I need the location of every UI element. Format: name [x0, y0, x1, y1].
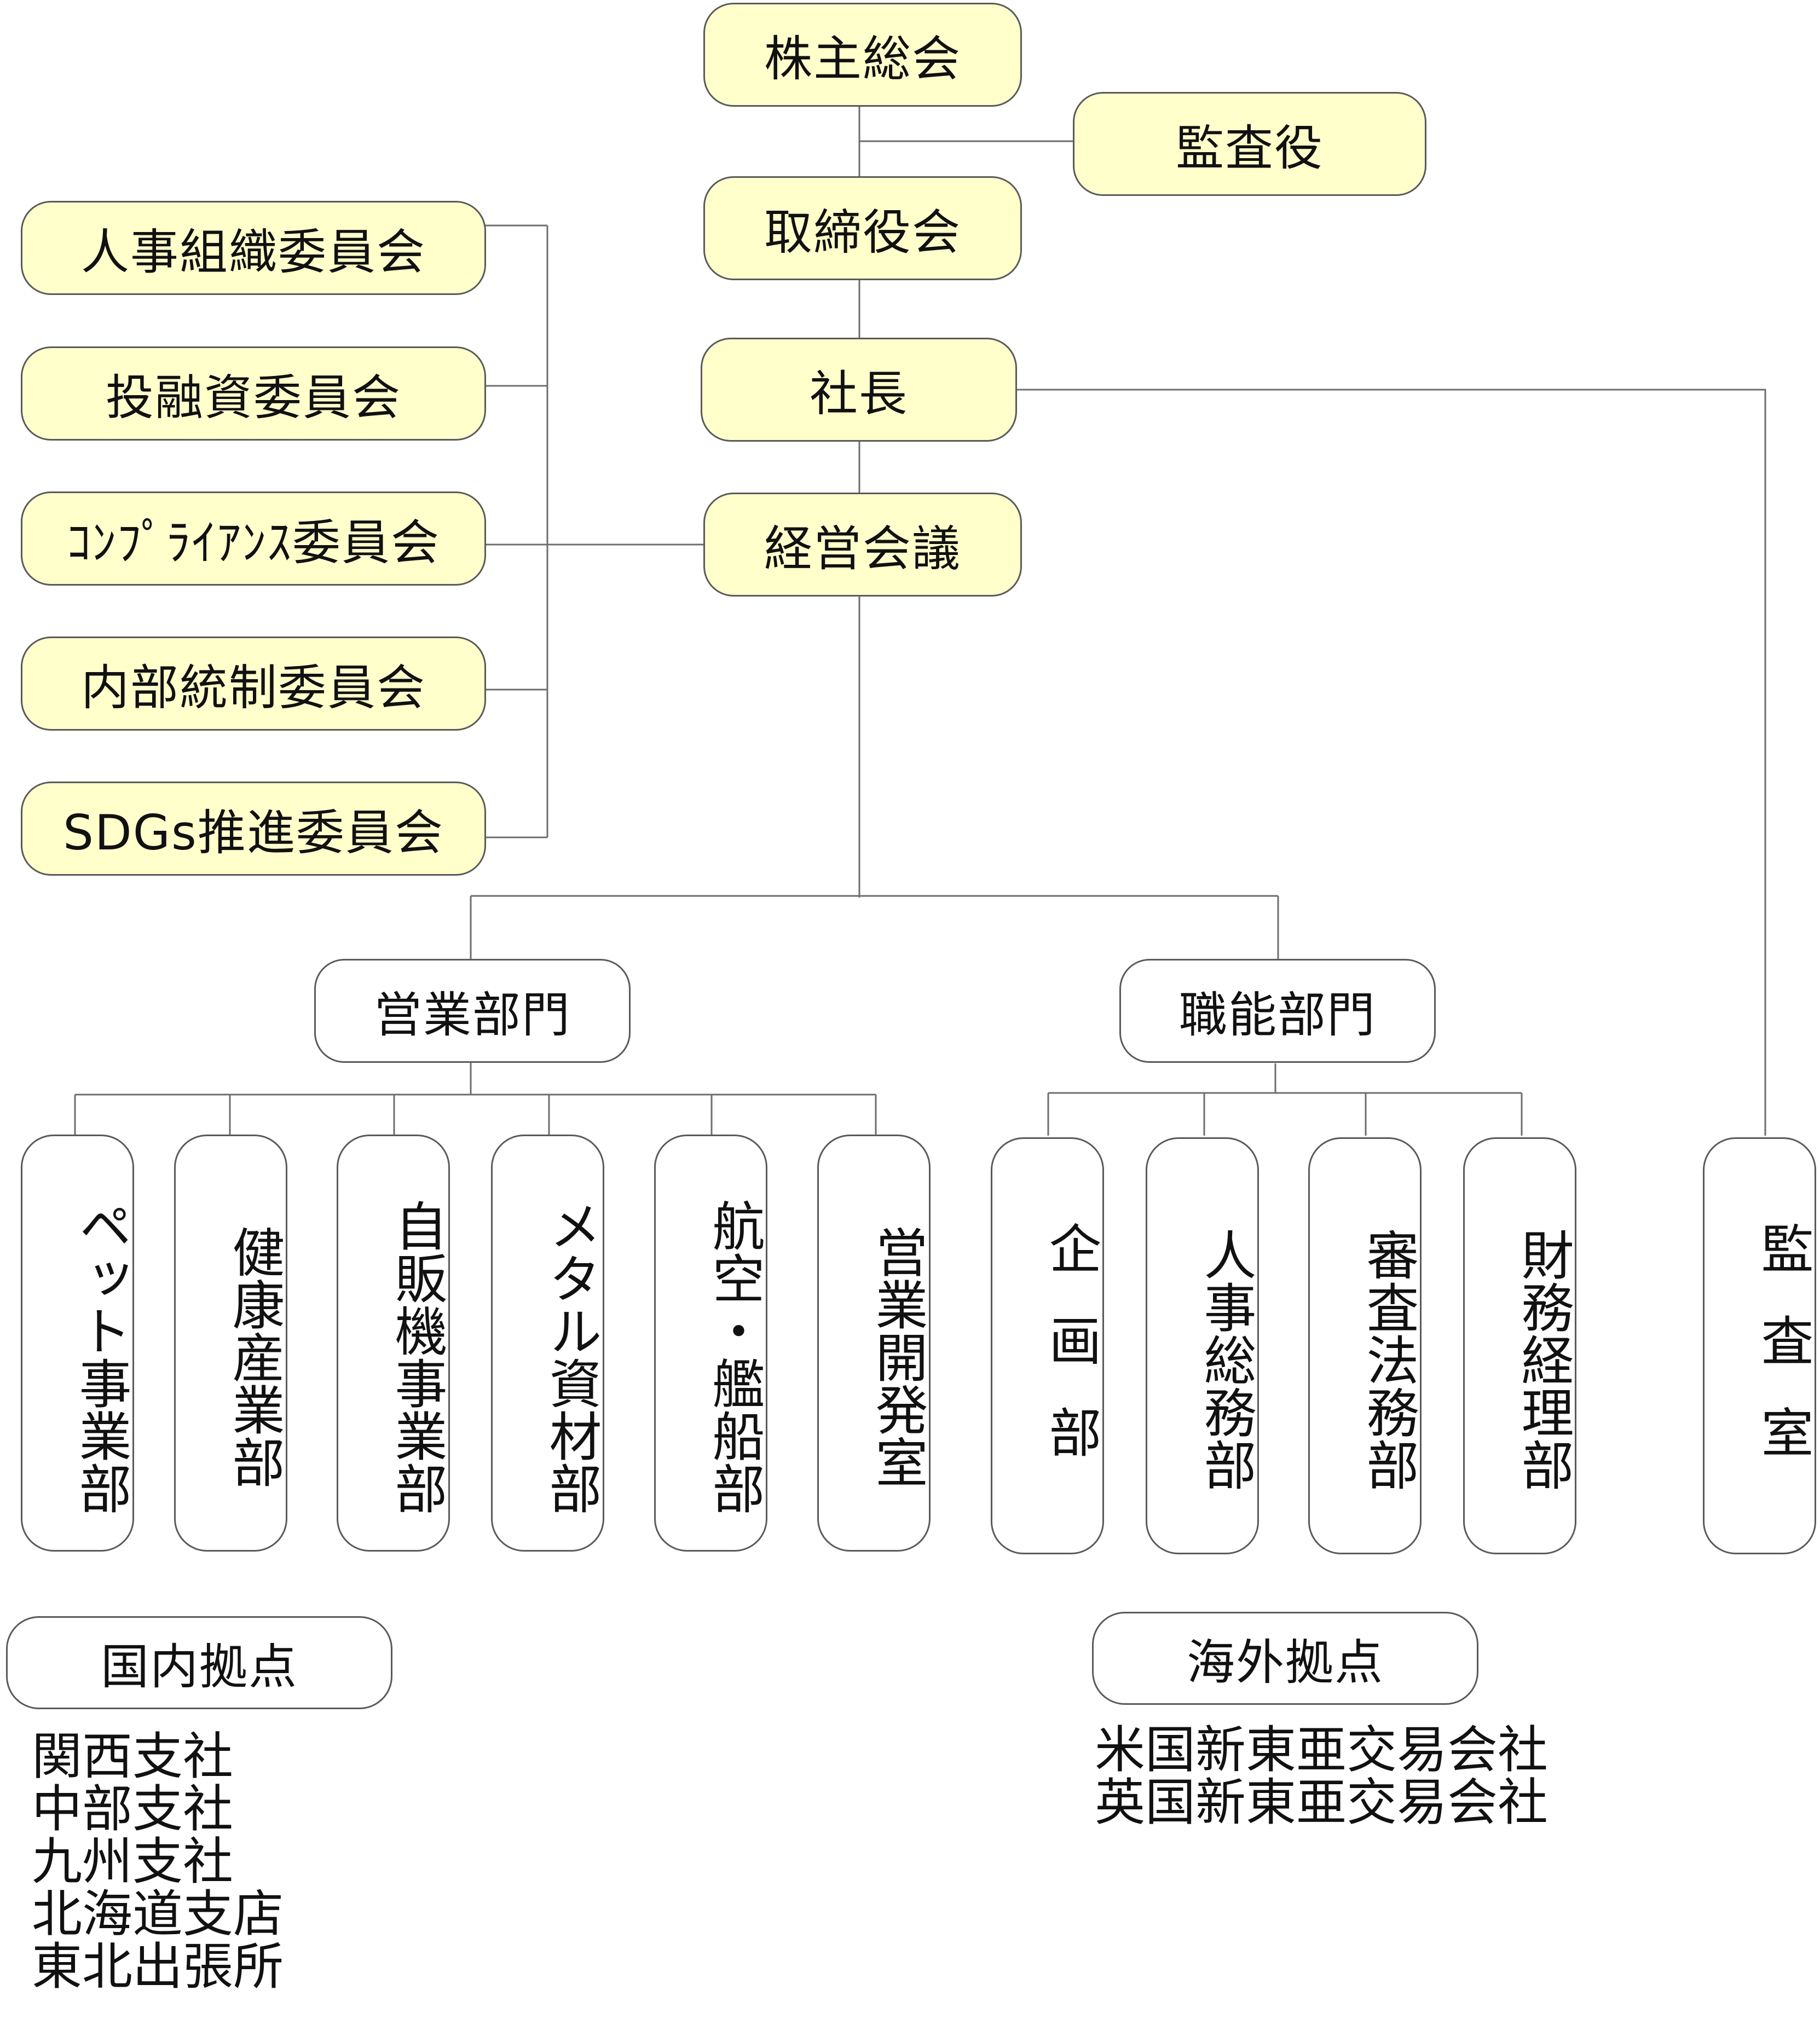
- auditor-label: 監査役: [1175, 119, 1324, 176]
- overseas-bases-header: 海外拠点: [1092, 1612, 1478, 1705]
- shareholders-meeting-label: 株主総会: [764, 30, 961, 87]
- functional-division-box[interactable]: 職能部門: [1119, 959, 1436, 1063]
- list-item: 中部支社: [32, 1780, 234, 1838]
- committee-label: SDGs推進委員会: [63, 804, 444, 861]
- list-item: 関西支社: [32, 1727, 234, 1786]
- committee-label: ｺﾝﾌﾟﾗｲｱﾝｽ委員会: [66, 514, 440, 571]
- shareholders-meeting-box[interactable]: 株主総会: [703, 3, 1022, 107]
- department-label: 営業開発室: [866, 1225, 928, 1488]
- list-item: 英国新東亜交易会社: [1095, 1773, 1549, 1832]
- list-item: 米国新東亜交易会社: [1095, 1721, 1549, 1779]
- domestic-bases-label: 国内拠点: [100, 1638, 298, 1695]
- department-box[interactable]: 人事総務部: [1146, 1137, 1259, 1554]
- auditor-box[interactable]: 監査役: [1073, 92, 1426, 196]
- board-label: 取締役会: [764, 204, 961, 261]
- domestic-bases-header: 国内拠点: [6, 1616, 392, 1709]
- committee-box[interactable]: 人事組織委員会: [21, 201, 486, 295]
- domestic-bases-list: 関西支社 中部支社 九州支社 北海道支店 東北出張所: [32, 1731, 284, 1993]
- department-box[interactable]: ペット事業部: [21, 1135, 134, 1552]
- president-box[interactable]: 社長: [701, 338, 1017, 442]
- sales-division-box[interactable]: 営業部門: [314, 959, 631, 1063]
- board-box[interactable]: 取締役会: [703, 176, 1022, 280]
- list-item: 九州支社: [32, 1832, 234, 1891]
- department-label: 航空・艦船部: [703, 1199, 765, 1514]
- department-box[interactable]: 航空・艦船部: [654, 1135, 767, 1552]
- committee-box[interactable]: ｺﾝﾌﾟﾗｲｱﾝｽ委員会: [21, 491, 486, 586]
- department-label: 企画部: [1040, 1222, 1101, 1497]
- audit-office-box[interactable]: 監査室: [1703, 1137, 1816, 1554]
- department-label: メタル資材部: [540, 1199, 602, 1514]
- committee-box[interactable]: 内部統制委員会: [21, 637, 486, 731]
- president-label: 社長: [809, 365, 908, 422]
- list-item: 東北出張所: [32, 1937, 284, 1996]
- functional-division-label: 職能部門: [1178, 986, 1376, 1043]
- department-label: 自販機事業部: [386, 1199, 447, 1514]
- overseas-bases-list: 米国新東亜交易会社 英国新東亜交易会社: [1095, 1724, 1548, 1829]
- committee-label: 内部統制委員会: [80, 659, 426, 716]
- committee-box[interactable]: 投融資委員会: [21, 346, 486, 441]
- department-box[interactable]: 自販機事業部: [337, 1135, 450, 1552]
- department-box[interactable]: メタル資材部: [491, 1135, 604, 1552]
- sales-division-label: 営業部門: [373, 986, 571, 1043]
- department-label: 人事総務部: [1195, 1228, 1256, 1491]
- management-meeting-label: 経営会議: [764, 520, 961, 577]
- overseas-bases-label: 海外拠点: [1186, 1634, 1384, 1691]
- audit-office-link: [1015, 389, 1766, 1136]
- management-meeting-box[interactable]: 経営会議: [703, 493, 1022, 597]
- committee-box[interactable]: SDGs推進委員会: [21, 782, 486, 876]
- audit-office-label: 監査室: [1752, 1222, 1813, 1497]
- department-box[interactable]: 健康産業部: [174, 1135, 287, 1552]
- department-box[interactable]: 企画部: [991, 1137, 1104, 1554]
- department-label: 健康産業部: [223, 1225, 285, 1488]
- department-box[interactable]: 営業開発室: [817, 1135, 931, 1552]
- department-label: 審査法務部: [1357, 1228, 1419, 1491]
- committee-label: 投融資委員会: [105, 369, 401, 426]
- department-label: ペット事業部: [70, 1199, 131, 1514]
- committee-label: 人事組織委員会: [80, 223, 426, 280]
- list-item: 北海道支店: [32, 1885, 284, 1943]
- department-box[interactable]: 審査法務部: [1308, 1137, 1422, 1554]
- department-label: 財務経理部: [1512, 1228, 1574, 1491]
- department-box[interactable]: 財務経理部: [1463, 1137, 1576, 1554]
